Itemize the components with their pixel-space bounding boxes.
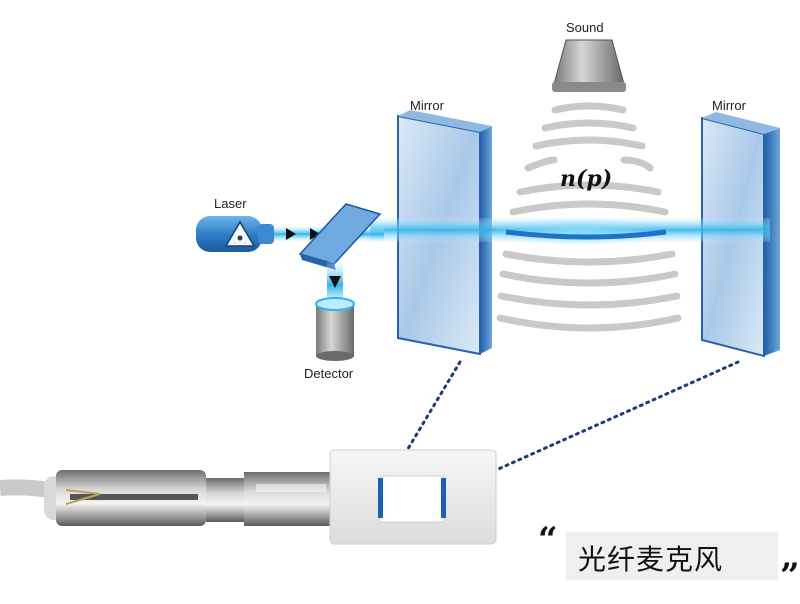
mirror-right-label: Mirror: [712, 98, 746, 113]
detector-icon: [315, 297, 355, 361]
cavity-beam: [370, 218, 770, 246]
caption-background: [566, 532, 778, 580]
sound-wave: [499, 270, 679, 287]
sound-wave: [516, 181, 662, 196]
laser-label: Laser: [214, 196, 247, 211]
sound-wave: [497, 292, 681, 309]
sound-wave: [541, 119, 637, 132]
fiber-probe: [44, 470, 334, 526]
sound-wave: [502, 250, 676, 266]
sound-wave: [509, 200, 669, 216]
laser-icon: [196, 216, 274, 252]
sound-wave: [524, 156, 558, 172]
mirror-left-label: Mirror: [410, 98, 444, 113]
detector-beam: [327, 262, 343, 308]
caption-quote-close: ”: [780, 556, 800, 596]
sound-waves: [496, 102, 682, 332]
detector-label: Detector: [304, 366, 354, 381]
caption-quote-open: “: [538, 520, 558, 560]
sound-wave: [496, 314, 682, 332]
caption-text: 光纤麦克风: [578, 543, 724, 576]
sound-wave: [551, 102, 627, 114]
fiber-cable: [0, 479, 52, 498]
sound-wave: [532, 136, 646, 150]
sound-label: Sound: [566, 20, 604, 35]
speaker-icon: [552, 39, 626, 92]
refractive-index-label: n(p): [560, 166, 613, 192]
sensor-block: [329, 449, 497, 545]
sound-wave: [620, 156, 654, 172]
